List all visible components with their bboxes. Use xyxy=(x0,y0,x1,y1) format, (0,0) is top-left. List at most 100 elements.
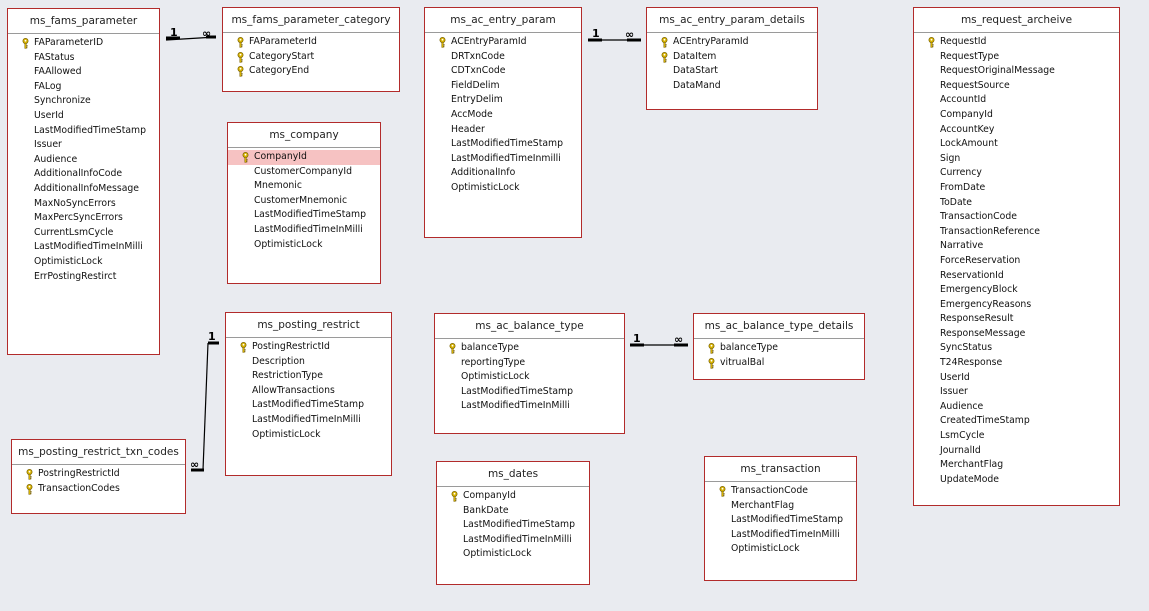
field-journal-id[interactable]: JournalId xyxy=(914,444,1119,459)
field-category-end[interactable]: CategoryEnd xyxy=(223,64,399,79)
field-optimistic-lock[interactable]: OptimisticLock xyxy=(425,181,581,196)
field-optimistic-lock[interactable]: OptimisticLock xyxy=(437,547,589,562)
field-account-key[interactable]: AccountKey xyxy=(914,123,1119,138)
field-sync-status[interactable]: SyncStatus xyxy=(914,341,1119,356)
field-from-date[interactable]: FromDate xyxy=(914,181,1119,196)
field-company-id[interactable]: CompanyId xyxy=(228,150,380,165)
table-title[interactable]: ms_fams_parameter xyxy=(8,9,159,34)
field-vitrual-bal[interactable]: vitrualBal xyxy=(694,356,864,371)
field-customer-company-id[interactable]: CustomerCompanyId xyxy=(228,165,380,180)
field-account-id[interactable]: AccountId xyxy=(914,93,1119,108)
field-category-start[interactable]: CategoryStart xyxy=(223,50,399,65)
field-last-modified-time-stamp[interactable]: LastModifiedTimeStamp xyxy=(425,137,581,152)
field-request-id[interactable]: RequestId xyxy=(914,35,1119,50)
table-title[interactable]: ms_ac_balance_type xyxy=(435,314,624,339)
field-issuer[interactable]: Issuer xyxy=(914,385,1119,400)
field-customer-mnemonic[interactable]: CustomerMnemonic xyxy=(228,194,380,209)
field-response-result[interactable]: ResponseResult xyxy=(914,312,1119,327)
field-emergency-block[interactable]: EmergencyBlock xyxy=(914,283,1119,298)
field-last-modified-time-stamp[interactable]: LastModifiedTimeStamp xyxy=(437,518,589,533)
field-faparameter-id[interactable]: FAParameterID xyxy=(8,36,159,51)
field-additional-info[interactable]: AdditionalInfo xyxy=(425,166,581,181)
relationship-posting-restrict-txn-codes[interactable]: 1 ∞ xyxy=(190,330,219,472)
field-bank-date[interactable]: BankDate xyxy=(437,504,589,519)
field-max-perc-sync-errors[interactable]: MaxPercSyncErrors xyxy=(8,211,159,226)
field-transaction-codes[interactable]: TransactionCodes xyxy=(12,482,185,497)
field-last-modified-time-in-milli[interactable]: LastModifiedTimeInMilli xyxy=(437,533,589,548)
table-title[interactable]: ms_ac_entry_param_details xyxy=(647,8,817,33)
field-last-modified-time-stamp[interactable]: LastModifiedTimeStamp xyxy=(435,385,624,400)
field-reservation-id[interactable]: ReservationId xyxy=(914,269,1119,284)
field-created-time-stamp[interactable]: CreatedTimeStamp xyxy=(914,414,1119,429)
field-t24-response[interactable]: T24Response xyxy=(914,356,1119,371)
field-current-lsm-cycle[interactable]: CurrentLsmCycle xyxy=(8,226,159,241)
field-allow-transactions[interactable]: AllowTransactions xyxy=(226,384,391,399)
field-data-start[interactable]: DataStart xyxy=(647,64,817,79)
table-title[interactable]: ms_dates xyxy=(437,462,589,487)
field-acc-mode[interactable]: AccMode xyxy=(425,108,581,123)
field-transaction-code[interactable]: TransactionCode xyxy=(705,484,856,499)
field-request-source[interactable]: RequestSource xyxy=(914,79,1119,94)
table-ms-ac-entry-param-details[interactable]: ms_ac_entry_param_details ACEntryParamId… xyxy=(646,7,818,110)
field-posting-restrict-id[interactable]: PostingRestrictId xyxy=(226,340,391,355)
relationship-fams-parameter-category[interactable]: 1 ∞ xyxy=(165,26,217,41)
field-response-message[interactable]: ResponseMessage xyxy=(914,327,1119,342)
field-to-date[interactable]: ToDate xyxy=(914,196,1119,211)
field-faallowed[interactable]: FAAllowed xyxy=(8,65,159,80)
field-emergency-reasons[interactable]: EmergencyReasons xyxy=(914,298,1119,313)
field-acentry-param-id[interactable]: ACEntryParamId xyxy=(425,35,581,50)
table-title[interactable]: ms_company xyxy=(228,123,380,148)
table-title[interactable]: ms_transaction xyxy=(705,457,856,482)
field-last-modified-time-in-milli[interactable]: LastModifiedTimeInMilli xyxy=(228,223,380,238)
field-update-mode[interactable]: UpdateMode xyxy=(914,473,1119,488)
field-request-original-message[interactable]: RequestOriginalMessage xyxy=(914,64,1119,79)
field-data-item[interactable]: DataItem xyxy=(647,50,817,65)
table-title[interactable]: ms_posting_restrict_txn_codes xyxy=(12,440,185,465)
field-additional-info-message[interactable]: AdditionalInfoMessage xyxy=(8,182,159,197)
field-transaction-reference[interactable]: TransactionReference xyxy=(914,225,1119,240)
field-user-id[interactable]: UserId xyxy=(8,109,159,124)
field-merchant-flag[interactable]: MerchantFlag xyxy=(705,499,856,514)
field-force-reservation[interactable]: ForceReservation xyxy=(914,254,1119,269)
table-title[interactable]: ms_ac_entry_param xyxy=(425,8,581,33)
field-last-modified-time-in-milli[interactable]: LastModifiedTimeInMilli xyxy=(226,413,391,428)
field-cdtxn-code[interactable]: CDTxnCode xyxy=(425,64,581,79)
relationship-ac-balance-type-details[interactable]: 1 ∞ xyxy=(630,332,688,347)
field-last-modified-time-in-milli[interactable]: LastModifiedTimeInMilli xyxy=(705,528,856,543)
field-additional-info-code[interactable]: AdditionalInfoCode xyxy=(8,167,159,182)
field-optimistic-lock[interactable]: OptimisticLock xyxy=(435,370,624,385)
table-title[interactable]: ms_fams_parameter_category xyxy=(223,8,399,33)
field-data-mand[interactable]: DataMand xyxy=(647,79,817,94)
table-title[interactable]: ms_request_archeive xyxy=(914,8,1119,33)
field-optimistic-lock[interactable]: OptimisticLock xyxy=(226,428,391,443)
relationship-ac-entry-param-details[interactable]: 1 ∞ xyxy=(588,27,641,42)
field-lsm-cycle[interactable]: LsmCycle xyxy=(914,429,1119,444)
field-last-modified-time-stamp[interactable]: LastModifiedTimeStamp xyxy=(705,513,856,528)
field-restriction-type[interactable]: RestrictionType xyxy=(226,369,391,384)
table-title[interactable]: ms_ac_balance_type_details xyxy=(694,314,864,339)
field-balance-type[interactable]: balanceType xyxy=(435,341,624,356)
field-last-modified-time-in-milli[interactable]: LastModifiedTimeInMilli xyxy=(435,399,624,414)
field-mnemonic[interactable]: Mnemonic xyxy=(228,179,380,194)
field-transaction-code[interactable]: TransactionCode xyxy=(914,210,1119,225)
table-ms-posting-restrict-txn-codes[interactable]: ms_posting_restrict_txn_codes PostringRe… xyxy=(11,439,186,514)
field-falog[interactable]: FALog xyxy=(8,80,159,95)
field-synchronize[interactable]: Synchronize xyxy=(8,94,159,109)
field-sign[interactable]: Sign xyxy=(914,152,1119,167)
field-header[interactable]: Header xyxy=(425,123,581,138)
field-description[interactable]: Description xyxy=(226,355,391,370)
field-merchant-flag[interactable]: MerchantFlag xyxy=(914,458,1119,473)
field-company-id[interactable]: CompanyId xyxy=(437,489,589,504)
field-request-type[interactable]: RequestType xyxy=(914,50,1119,65)
field-drtxn-code[interactable]: DRTxnCode xyxy=(425,50,581,65)
field-acentry-param-id[interactable]: ACEntryParamId xyxy=(647,35,817,50)
field-audience[interactable]: Audience xyxy=(8,153,159,168)
